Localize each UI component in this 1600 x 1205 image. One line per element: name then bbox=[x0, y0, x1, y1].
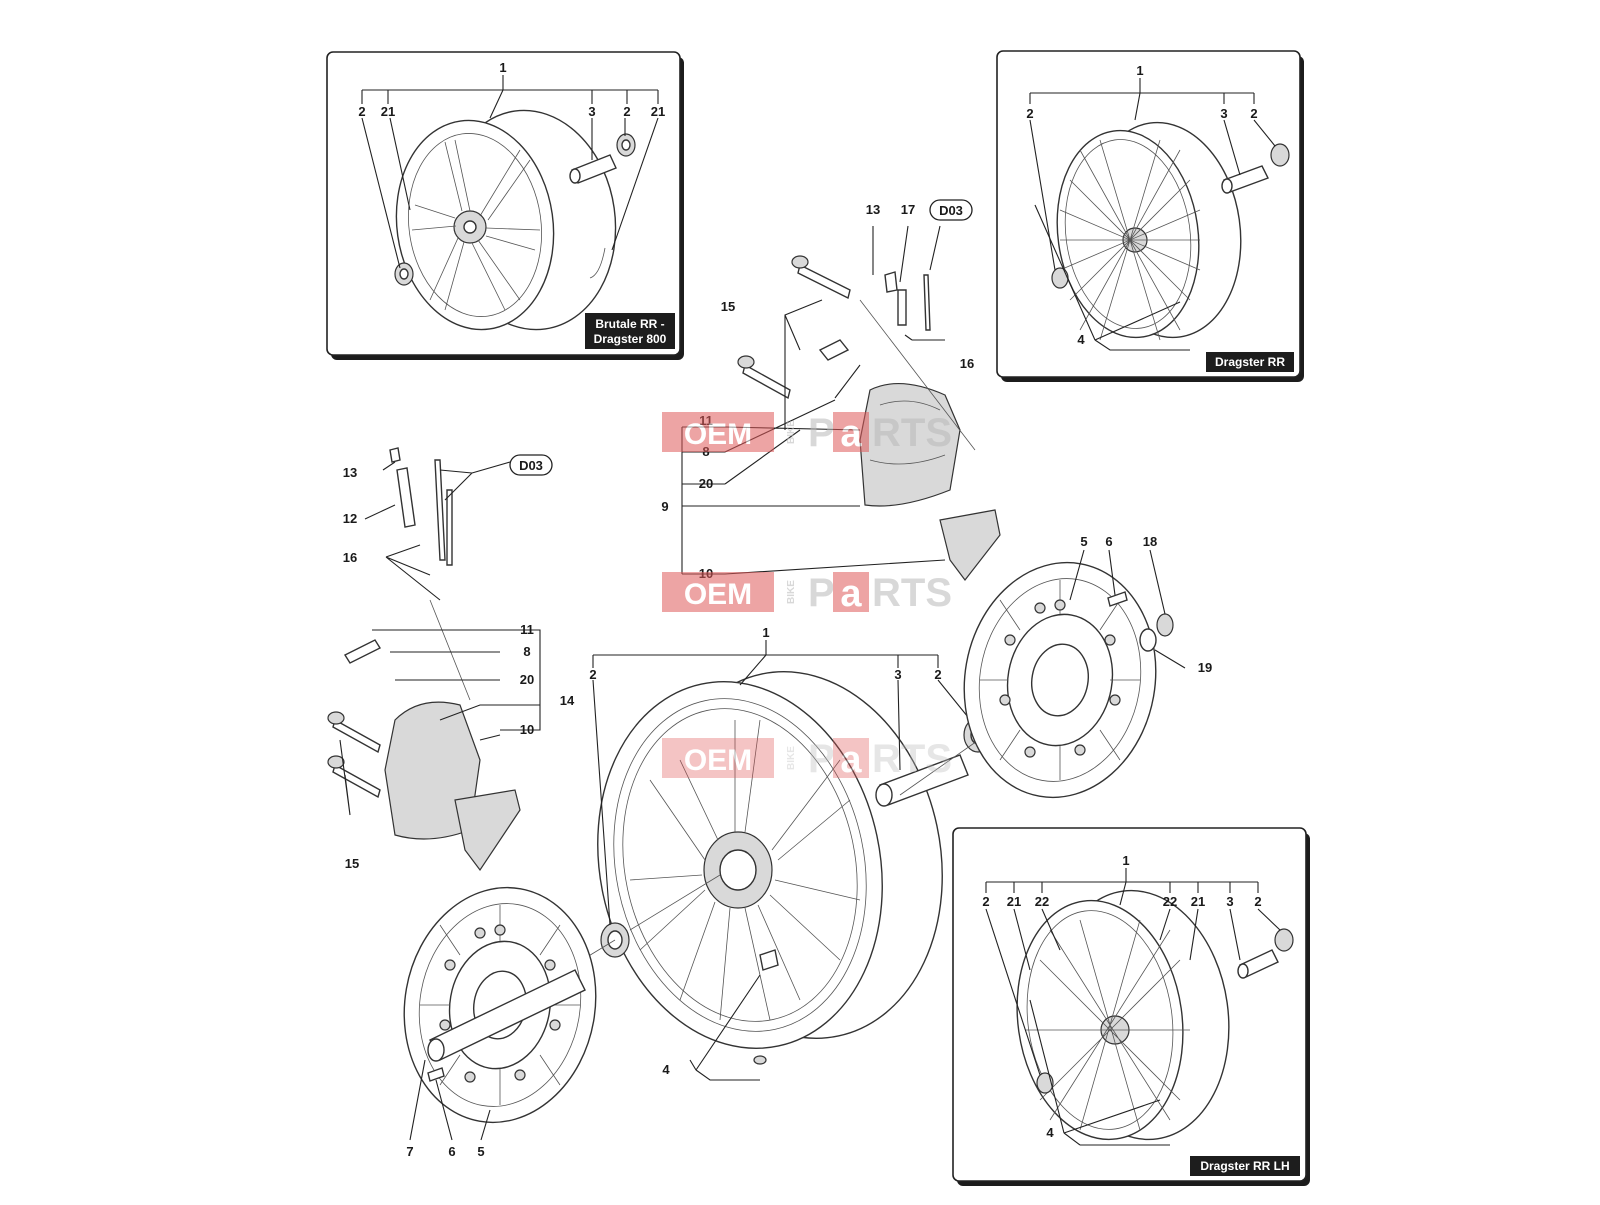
ref-tag-d03: D03 bbox=[929, 199, 973, 221]
callout-20: 20 bbox=[520, 672, 534, 687]
axle-7 bbox=[427, 969, 586, 1062]
callout-4: 4 bbox=[1046, 1125, 1054, 1140]
callout-18: 18 bbox=[1143, 534, 1157, 549]
callout-15: 15 bbox=[721, 299, 735, 314]
callout-4: 4 bbox=[662, 1062, 670, 1077]
callout-2: 2 bbox=[1026, 106, 1033, 121]
svg-text:D03: D03 bbox=[939, 203, 963, 218]
callout-5: 5 bbox=[477, 1144, 484, 1159]
svg-text:RTS: RTS bbox=[872, 411, 952, 455]
callout-21: 21 bbox=[651, 104, 665, 119]
caliper-group-top: 13 17 15 16 11 8 20 9 10 D03 bbox=[661, 199, 1001, 581]
svg-text:P: P bbox=[808, 411, 835, 455]
callout-9: 9 bbox=[661, 499, 668, 514]
callout-5: 5 bbox=[1080, 534, 1087, 549]
inset-wheel-2 bbox=[1056, 121, 1242, 341]
svg-text:BIKE: BIKE bbox=[786, 746, 797, 770]
callout-3: 3 bbox=[1220, 106, 1227, 121]
callout-11: 11 bbox=[520, 622, 534, 637]
inset-wheel-1 bbox=[395, 109, 617, 331]
callout-1: 1 bbox=[499, 60, 506, 75]
inset-wheel-3 bbox=[1016, 889, 1230, 1141]
callout-8: 8 bbox=[523, 644, 530, 659]
callout-16: 16 bbox=[343, 550, 357, 565]
svg-text:Brutale RR -: Brutale RR - bbox=[595, 317, 664, 331]
ref-tag-d03: D03 bbox=[509, 454, 553, 476]
svg-text:a: a bbox=[840, 739, 862, 781]
callout-7: 7 bbox=[406, 1144, 413, 1159]
callout-21: 21 bbox=[381, 104, 395, 119]
inset-spacer-3 bbox=[569, 154, 617, 184]
svg-text:P: P bbox=[808, 571, 835, 615]
callout-20: 20 bbox=[699, 476, 713, 491]
callout-3: 3 bbox=[588, 104, 595, 119]
inset-brutale: 1 2 21 3 2 21 Brutale RR - Dragster 800 bbox=[326, 51, 684, 360]
callout-17: 17 bbox=[901, 202, 915, 217]
callout-10: 10 bbox=[520, 722, 534, 737]
svg-text:OEM: OEM bbox=[684, 744, 752, 777]
callout-16: 16 bbox=[960, 356, 974, 371]
callout-2: 2 bbox=[589, 667, 596, 682]
callout-21: 21 bbox=[1007, 894, 1021, 909]
inset-dragster-rr-lh: 1 2 21 22 22 21 3 2 4 Dragster RR LH bbox=[952, 827, 1310, 1186]
callout-6: 6 bbox=[1105, 534, 1112, 549]
callout-6: 6 bbox=[448, 1144, 455, 1159]
svg-text:OEM: OEM bbox=[684, 578, 752, 611]
callout-12: 12 bbox=[343, 511, 357, 526]
callout-4: 4 bbox=[1077, 332, 1085, 347]
model-tag-dragster-rr-lh: Dragster RR LH bbox=[1190, 1156, 1300, 1176]
callout-22: 22 bbox=[1035, 894, 1049, 909]
inset-dragster-rr: 1 2 3 2 4 Dragster RR bbox=[996, 50, 1304, 382]
svg-text:BIKE: BIKE bbox=[786, 580, 797, 604]
svg-text:Dragster 800: Dragster 800 bbox=[594, 332, 667, 346]
svg-text:BIKE: BIKE bbox=[786, 420, 797, 444]
callout-14: 14 bbox=[560, 693, 575, 708]
svg-text:P: P bbox=[808, 737, 835, 781]
callout-2: 2 bbox=[1254, 894, 1261, 909]
svg-text:a: a bbox=[840, 413, 862, 455]
svg-text:a: a bbox=[840, 573, 862, 615]
svg-text:Dragster RR: Dragster RR bbox=[1215, 355, 1285, 369]
callout-2: 2 bbox=[358, 104, 365, 119]
callout-3: 3 bbox=[1226, 894, 1233, 909]
callout-2: 2 bbox=[1250, 106, 1257, 121]
watermark-top: OEM BIKE P a RTS bbox=[662, 411, 952, 455]
callout-21: 21 bbox=[1191, 894, 1205, 909]
callout-1: 1 bbox=[762, 625, 769, 640]
model-tag-brutale: Brutale RR - Dragster 800 bbox=[585, 313, 675, 349]
callout-2: 2 bbox=[934, 667, 941, 682]
callout-1: 1 bbox=[1136, 63, 1143, 78]
callout-13: 13 bbox=[343, 465, 357, 480]
callout-1: 1 bbox=[1122, 853, 1129, 868]
svg-text:D03: D03 bbox=[519, 458, 543, 473]
caliper-group-left: 13 12 16 11 8 20 14 10 15 D03 bbox=[327, 447, 575, 872]
model-tag-dragster-rr: Dragster RR bbox=[1206, 352, 1294, 372]
callout-15: 15 bbox=[345, 856, 359, 871]
callout-22: 22 bbox=[1163, 894, 1177, 909]
brake-disc-left bbox=[403, 886, 597, 1124]
callout-13: 13 bbox=[866, 202, 880, 217]
callout-2: 2 bbox=[982, 894, 989, 909]
svg-text:RTS: RTS bbox=[872, 571, 952, 615]
main-wheel bbox=[597, 671, 943, 1065]
callout-3: 3 bbox=[894, 667, 901, 682]
watermark-lower: OEM BIKE P a RTS bbox=[662, 737, 952, 781]
watermark-middle: OEM BIKE P a RTS bbox=[662, 571, 952, 615]
callout-19: 19 bbox=[1198, 660, 1212, 675]
brake-disc-right bbox=[963, 561, 1157, 799]
svg-text:Dragster RR LH: Dragster RR LH bbox=[1200, 1159, 1289, 1173]
callout-2: 2 bbox=[623, 104, 630, 119]
spacer-3 bbox=[875, 754, 969, 807]
svg-text:OEM: OEM bbox=[684, 418, 752, 451]
svg-text:RTS: RTS bbox=[872, 737, 952, 781]
